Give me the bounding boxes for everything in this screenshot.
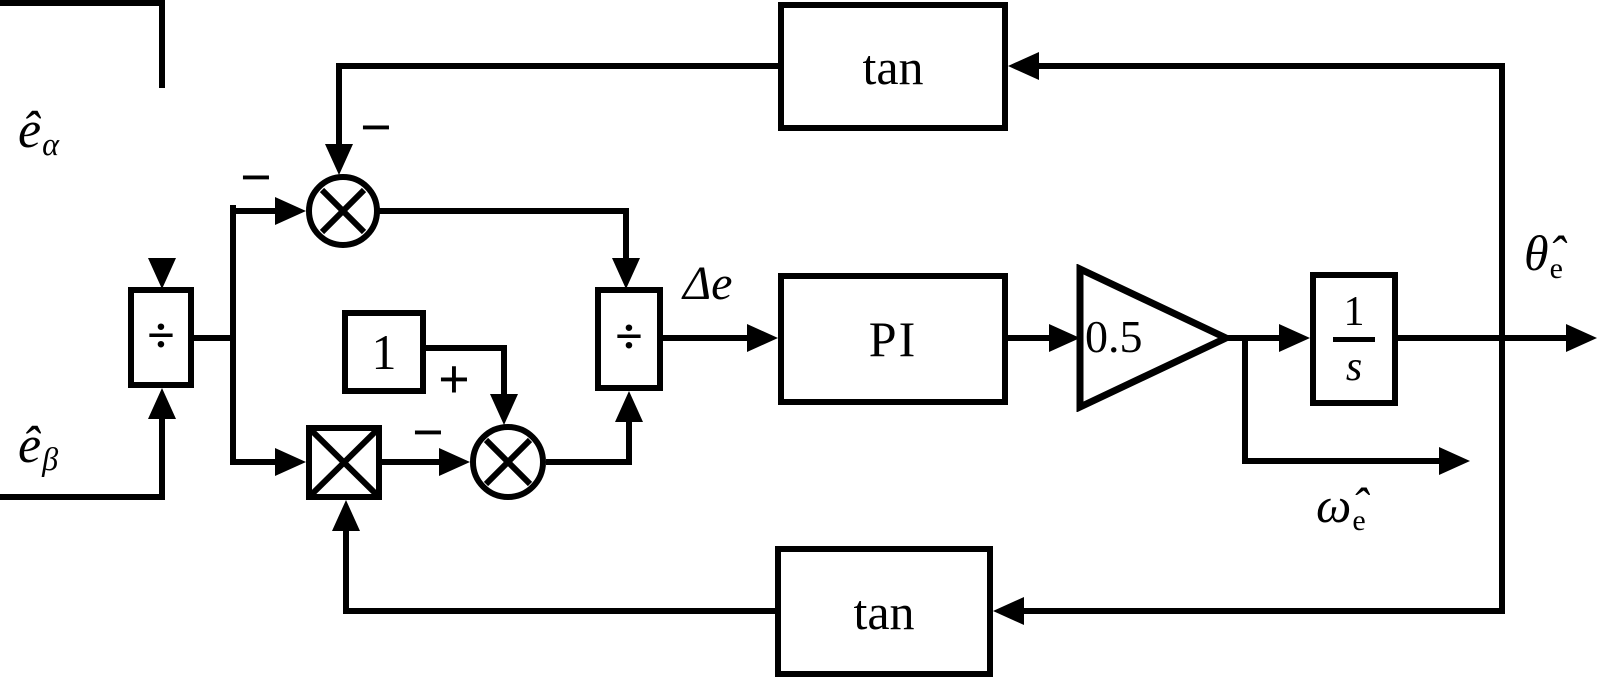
multiply-cross-box-icon <box>307 426 381 499</box>
gain-value: 0.5 <box>1085 311 1143 362</box>
minus-sign-top-input: − <box>360 97 392 159</box>
theta-base: θ̂ <box>1524 225 1549 281</box>
arrow-into-multiplier-box <box>275 448 306 476</box>
wire-feedback-v <box>1499 63 1505 614</box>
integrator-numerator: 1 <box>1343 288 1365 335</box>
tan-top-block: tan <box>778 2 1008 131</box>
wire-div2-out <box>663 335 749 341</box>
delta-e-label: Δe <box>683 260 732 308</box>
gain-triangle <box>1076 264 1232 412</box>
theta-sub: e <box>1549 251 1563 285</box>
constant-one-label: 1 <box>371 324 397 380</box>
wire-feedback-top-h <box>1036 63 1505 69</box>
divider1-block: ÷ <box>128 287 194 388</box>
wire-ealpha-v <box>159 0 165 88</box>
wire-pi-out <box>1008 335 1052 341</box>
wire-branch-top-h <box>230 208 280 214</box>
ealpha-base: ê <box>18 102 42 159</box>
arrow-into-divider2-bottom <box>615 391 643 422</box>
output-theta-label: θ̂e <box>1524 228 1563 284</box>
arrow-theta-out <box>1566 324 1597 352</box>
omega-sub: e <box>1352 503 1366 537</box>
wire-one-out-v <box>501 345 507 396</box>
fraction-bar <box>1333 336 1375 342</box>
wire-feedback-bottom-h <box>1021 608 1505 614</box>
wire-sum-out-v <box>626 421 632 465</box>
wire-tan-top-out-h <box>336 63 780 69</box>
tan-top-label: tan <box>862 38 924 95</box>
wire-branch-v <box>230 205 236 465</box>
wire-tan-bottom-out-v <box>343 528 349 614</box>
wire-gain-out <box>1222 335 1282 341</box>
arrow-into-tan-bottom <box>993 597 1024 625</box>
multiply-cross-sum-icon <box>483 437 533 487</box>
pi-controller-label: PI <box>868 311 918 367</box>
delta-e-text: Δe <box>683 257 733 310</box>
wire-multtop-out-h <box>379 208 629 214</box>
wire-div1-out <box>193 335 236 341</box>
pi-controller-block: PI <box>778 273 1008 405</box>
integrator-block: 1 s <box>1310 272 1398 406</box>
wire-branch-bottom-h <box>230 459 280 465</box>
input-ebeta-label: êβ <box>18 417 59 478</box>
ebeta-base: ê <box>18 417 42 474</box>
wire-multbox-out-h <box>382 459 442 465</box>
arrow-into-sum-left <box>439 448 470 476</box>
divider1-symbol: ÷ <box>147 306 175 363</box>
integrator-fraction: 1 s <box>1333 291 1375 388</box>
ealpha-sub: α <box>42 126 60 163</box>
wire-sum-out-h <box>546 459 632 465</box>
wire-tan-bottom-out-h <box>343 608 775 614</box>
minus-sign-left-input: − <box>240 147 272 209</box>
arrow-into-integrator <box>1279 324 1310 352</box>
wire-tan-top-out-v <box>336 63 342 146</box>
wire-ebeta-v <box>159 416 165 500</box>
omega-base: ω̂ <box>1316 477 1352 533</box>
arrow-into-multiplier-top-vertical <box>325 144 353 175</box>
constant-one-block: 1 <box>342 310 426 394</box>
arrow-into-sum-top <box>490 394 518 425</box>
multiply-cross-top-icon <box>319 187 367 235</box>
tan-bottom-label: tan <box>853 583 915 640</box>
divider2-block: ÷ <box>595 287 663 391</box>
wire-ealpha-h <box>0 0 165 6</box>
wire-one-out-h <box>424 345 507 351</box>
wire-multtop-out-v <box>623 208 629 260</box>
arrow-ealpha-into-divider1 <box>148 258 176 289</box>
wire-theta-out <box>1398 335 1570 341</box>
arrow-into-tan-top <box>1008 52 1039 80</box>
arrow-into-divider2-top <box>612 258 640 289</box>
arrow-omega-out <box>1439 447 1470 475</box>
arrow-into-pi <box>747 324 778 352</box>
ebeta-sub: β <box>42 441 59 478</box>
wire-omega-v <box>1242 335 1248 461</box>
input-ealpha-label: êα <box>18 102 60 163</box>
arrow-into-multbox-bottom <box>332 500 360 531</box>
minus-sign-sum-left: − <box>412 402 444 464</box>
plus-sign-sum-top: + <box>438 349 470 411</box>
divider2-symbol: ÷ <box>615 308 643 364</box>
output-omega-label: ω̂e <box>1316 480 1366 536</box>
tan-bottom-block: tan <box>775 546 993 677</box>
arrow-into-multiplier-top <box>275 197 306 225</box>
wire-omega-h <box>1242 458 1440 464</box>
arrow-into-gain <box>1049 324 1080 352</box>
arrow-ebeta-into-divider1 <box>148 388 176 419</box>
integrator-denominator: s <box>1345 343 1363 390</box>
wire-ebeta-h <box>0 494 165 500</box>
